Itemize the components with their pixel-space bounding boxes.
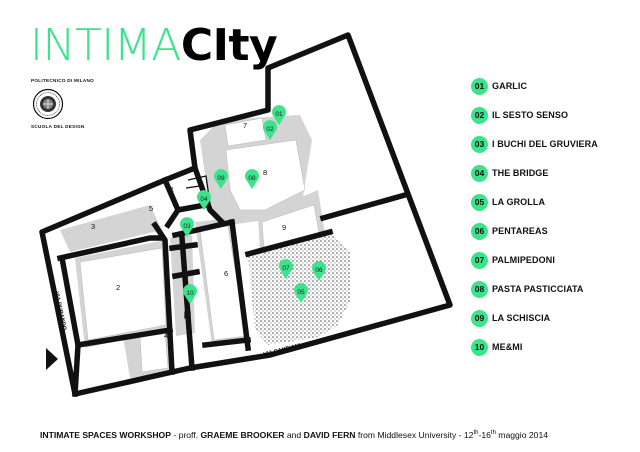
legend-number-badge: 06 [471, 223, 488, 240]
map-pin[interactable]: 08 [245, 169, 259, 189]
map-pin[interactable]: 04 [197, 190, 212, 210]
area-label: 6 [224, 269, 228, 278]
area-label: 8 [263, 168, 267, 177]
map-pin-number: 10 [186, 290, 194, 297]
map-pin-number: 07 [282, 265, 290, 272]
footer-text: -16 [478, 430, 491, 440]
map-pin-marker-icon [294, 283, 309, 303]
legend-number-badge: 05 [471, 194, 488, 211]
map-pin-marker-icon [180, 217, 194, 237]
map-pin[interactable]: 01 [272, 105, 287, 125]
legend-number-badge: 03 [471, 136, 488, 153]
page-title: INTIMACIty [30, 18, 278, 72]
area-label: 5 [149, 204, 153, 213]
footer-text: - proff. [170, 430, 201, 440]
north-arrow-icon [46, 348, 58, 370]
location-pins: 01 02 03 04 05 06 07 08 09 10 [180, 105, 326, 304]
map-pin[interactable]: 09 [214, 169, 228, 189]
map-pin-number: 01 [275, 111, 283, 118]
legend-label: I BUCHI DEL GRUVIERA [492, 139, 598, 149]
footer-sup: th [473, 430, 479, 437]
footer-sup: th [490, 430, 496, 437]
area-label: 1 [170, 185, 174, 194]
title-part-light: INTIMA [30, 20, 181, 71]
legend-label: PENTAREAS [492, 226, 548, 236]
area-label: 3 [91, 222, 95, 231]
area-label: 4 [164, 331, 168, 340]
legend-number-badge: 09 [471, 310, 488, 327]
map-pin-number: 02 [266, 126, 274, 133]
footer-text: from Middlesex University - 12 [355, 430, 474, 440]
footer-workshop: INTIMATE SPACES WORKSHOP [40, 430, 171, 440]
map-pin-number: 05 [297, 289, 305, 296]
organization-name: POLITECNICO DI MILANO [31, 78, 94, 83]
legend-label: THE BRIDGE [492, 168, 549, 178]
map-pin-number: 08 [248, 175, 256, 182]
area-label: 9 [282, 223, 286, 232]
footer-text: and [284, 430, 304, 440]
school-name: SCUOLA DEL DESIGN [31, 124, 85, 129]
map-pin-marker-icon [279, 259, 294, 279]
footer-name-2: DAVID FERN [303, 430, 356, 440]
legend-label: LA SCHISCIA [492, 313, 551, 323]
footer-text: maggio 2014 [495, 430, 549, 440]
footer-name-1: GRAEME BROOKER [200, 430, 285, 440]
legend-number-badge: 10 [471, 339, 488, 356]
area-labels: 3 2 4 5 6 7 8 9 1 [91, 121, 286, 340]
map-pin-marker-icon [312, 261, 326, 281]
legend-label: PALMIPEDONI [492, 255, 555, 265]
map-pin[interactable]: 05 [294, 283, 309, 303]
map-pin-marker-icon [272, 105, 287, 125]
legend-label: GARLIC [492, 81, 528, 91]
map-pin[interactable]: 03 [180, 217, 194, 237]
street-name-left: VIA DURANDO [53, 291, 67, 331]
legend-number-badge: 02 [471, 107, 488, 124]
legend-number-badge: 07 [471, 252, 488, 269]
area-label: 7 [243, 121, 247, 130]
map-pin[interactable]: 02 [263, 120, 277, 140]
map-pin-marker-icon [214, 169, 228, 189]
building-footprints [79, 117, 321, 373]
area-label: 2 [116, 283, 120, 292]
map-pin-number: 06 [315, 267, 323, 274]
map-pin[interactable]: 07 [279, 259, 294, 279]
map-pin-number: 03 [183, 223, 191, 230]
streets [39, 32, 453, 397]
footer-credits: INTIMATE SPACES WORKSHOP - proff. GRAEME… [40, 430, 548, 440]
legend-label: PASTA PASTICCIATA [492, 284, 584, 294]
map-pin-marker-icon [182, 284, 197, 304]
legend-number-badge: 04 [471, 165, 488, 182]
university-seal-icon [32, 88, 64, 120]
map-pin-marker-icon [245, 169, 259, 189]
map-pin-number: 04 [200, 196, 208, 203]
map-pin-marker-icon [197, 190, 212, 210]
title-part-bold: CIty [180, 20, 278, 71]
legend-label: LA GROLLA [492, 197, 546, 207]
map-pin-number: 09 [217, 175, 225, 182]
legend-number-badge: 01 [471, 78, 488, 95]
legend-label: ME&MI [492, 342, 523, 352]
map-pin[interactable]: 10 [182, 284, 197, 304]
map-pin-marker-icon [263, 120, 277, 140]
map-pin[interactable]: 06 [312, 261, 326, 281]
legend-number-badge: 08 [471, 281, 488, 298]
legend-label: IL SESTO SENSO [492, 110, 569, 120]
